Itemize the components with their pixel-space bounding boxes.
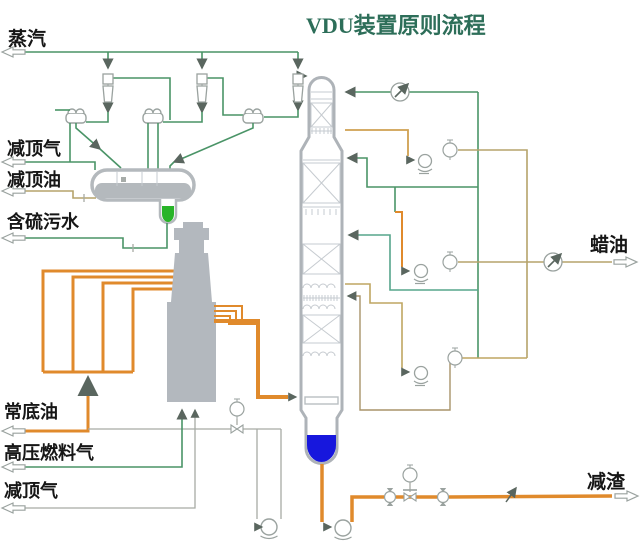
upper-pump <box>417 153 433 175</box>
label-vacuum-top-oil: 减顶油 <box>7 169 61 190</box>
vacuum-top-gas-line <box>1 156 96 170</box>
boot-liquid <box>162 206 174 222</box>
label-vacuum-offgas: 减顶气 <box>4 480 58 501</box>
wax-oil-pump <box>413 263 429 285</box>
top-reflux-line <box>344 86 479 358</box>
lower-pump <box>413 365 429 387</box>
residue-control-valve <box>402 464 418 503</box>
residue-pump <box>333 519 353 541</box>
feed-control-valve <box>229 398 245 435</box>
flash-zone-distributor <box>304 396 339 405</box>
lower-pumparound <box>345 283 527 411</box>
upper-pumparound <box>345 129 528 358</box>
label-steam: 蒸汽 <box>8 27 46 50</box>
label-wax-oil: 蜡油 <box>590 234 628 256</box>
column-internals <box>302 91 341 405</box>
furnace-feed-lines <box>1 269 282 519</box>
column-bottom-liquid <box>307 435 336 462</box>
condenser-1 <box>65 108 87 124</box>
vacuum-furnace <box>167 222 216 402</box>
label-hp-fuel-gas: 高压燃料气 <box>4 442 94 463</box>
label-atm-bottom-oil: 常底油 <box>4 401 58 422</box>
label-sour-water: 含硫污水 <box>7 211 80 232</box>
ejector-stage-2 <box>196 73 208 103</box>
condenser-3 <box>242 108 264 124</box>
wax-oil-pump-instrument <box>442 251 458 273</box>
upper-pump-instrument <box>442 139 458 161</box>
condenser-2 <box>142 108 164 124</box>
vacuum-top-oil-line <box>1 185 96 202</box>
steam-system <box>18 51 308 123</box>
drum-internal-nub <box>121 177 126 182</box>
wax-oil-cooler <box>544 253 562 271</box>
spare-pump <box>254 518 279 540</box>
mid-reflux-line <box>347 229 478 291</box>
transfer-line <box>214 305 298 402</box>
wax-oil-product-line <box>394 187 638 276</box>
sour-water-line <box>1 223 168 252</box>
label-vacuum-top-gas: 减顶气 <box>7 138 61 159</box>
residue-valve-2 <box>436 487 450 507</box>
ejector-stage-3 <box>292 73 304 103</box>
ejector-stage-1 <box>102 73 114 103</box>
fuel-gas-lines <box>1 408 200 514</box>
vacuum-column <box>299 76 344 465</box>
residue-valve-1 <box>383 487 397 507</box>
condensate-lines <box>55 109 254 172</box>
diagram-title: VDU装置原则流程 <box>306 13 486 38</box>
label-vacuum-residue: 减渣 <box>587 470 626 493</box>
vacuum-top-reflux-drum <box>90 168 196 225</box>
reflux-cooler <box>391 83 409 101</box>
